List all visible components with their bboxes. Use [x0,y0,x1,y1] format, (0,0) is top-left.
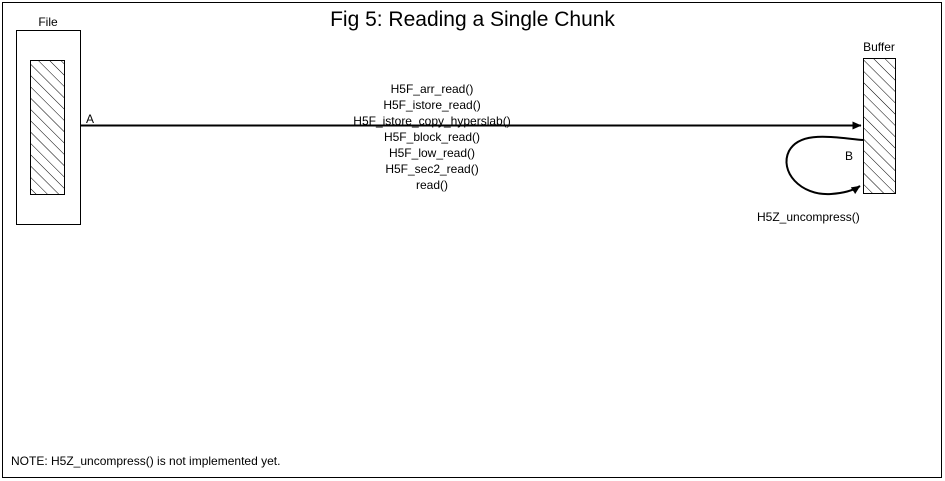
edge-b-caption: H5Z_uncompress() [757,210,860,224]
buffer-node-label: Buffer [863,40,895,54]
call-stack-line: H5F_istore_copy_hyperslab() [353,114,511,128]
edge-a-label: A [86,112,95,126]
figure-footer-note: NOTE: H5Z_uncompress() is not implemente… [11,454,281,468]
buffer-hatched-block [863,58,896,194]
edge-a-call-stack: H5F_arr_read() H5F_istore_read() H5F_istor… [282,81,582,193]
call-stack-line: H5F_arr_read() [390,82,474,96]
call-stack-line: read() [415,178,448,192]
call-stack-line: H5F_sec2_read() [385,162,479,176]
call-stack-line: H5F_istore_read() [383,98,481,112]
edge-b-label: B [845,149,854,163]
edge-b-loop-arrow [785,135,864,196]
file-hatched-block [30,60,65,195]
figure-title: Fig 5: Reading a Single Chunk [330,8,615,31]
call-stack-line: H5F_block_read() [383,130,481,144]
file-node-label: File [38,15,58,29]
call-stack-line: H5F_low_read() [388,146,476,160]
